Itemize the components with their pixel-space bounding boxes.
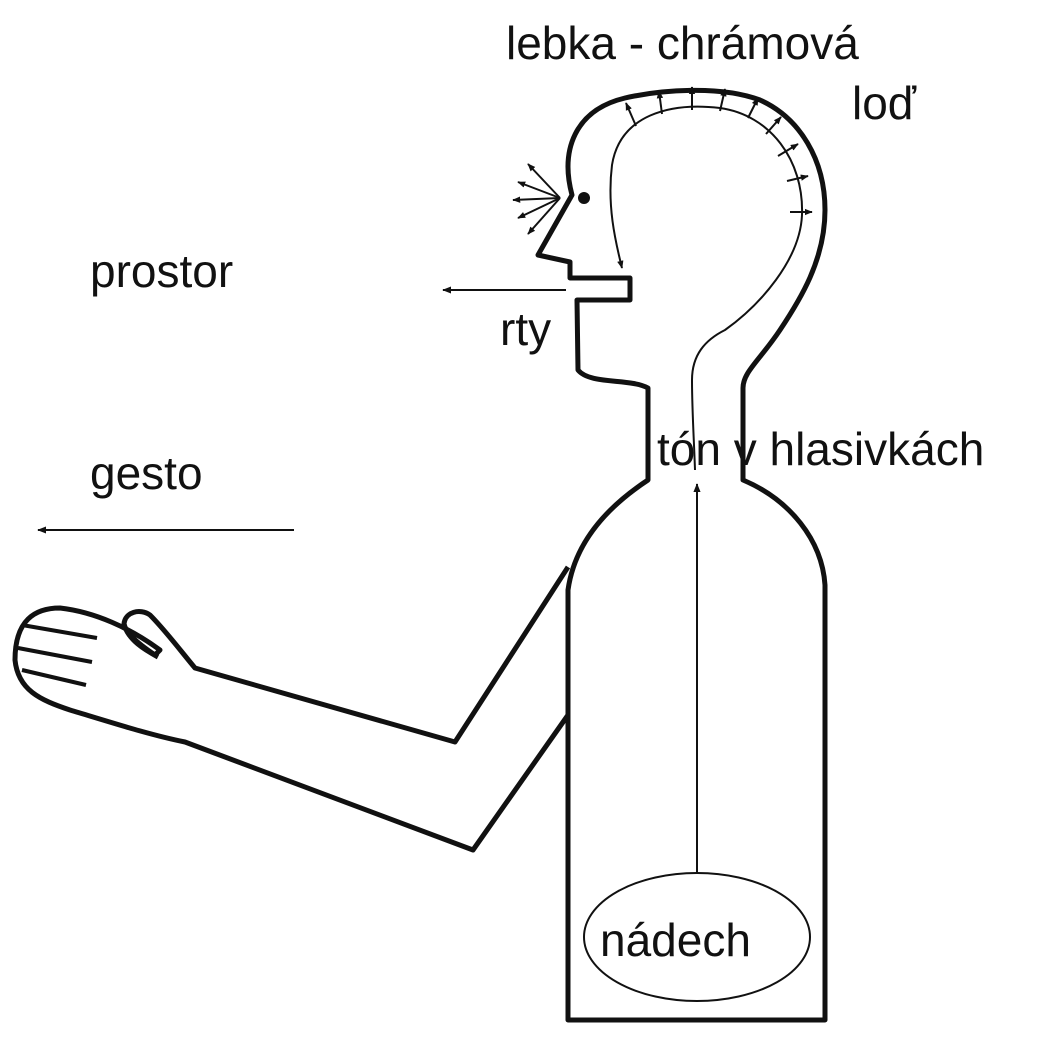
eye-dot: [578, 192, 590, 204]
finger-line: [22, 670, 86, 685]
space-label: prostor: [90, 248, 233, 294]
arm-outline: [15, 567, 568, 850]
finger-line: [18, 648, 92, 662]
tone-label: tón v hlasivkách: [657, 426, 984, 472]
lips-label: rty: [500, 306, 551, 352]
skull-label-line1: lebka - chrámová: [506, 20, 859, 66]
face-radiating-arrows: [513, 164, 560, 234]
gesture-label: gesto: [90, 450, 203, 496]
resonance-path: [610, 107, 802, 470]
breath-label: nádech: [600, 917, 751, 963]
finger-line: [22, 625, 97, 638]
skull-label-line2: loď: [852, 80, 916, 126]
